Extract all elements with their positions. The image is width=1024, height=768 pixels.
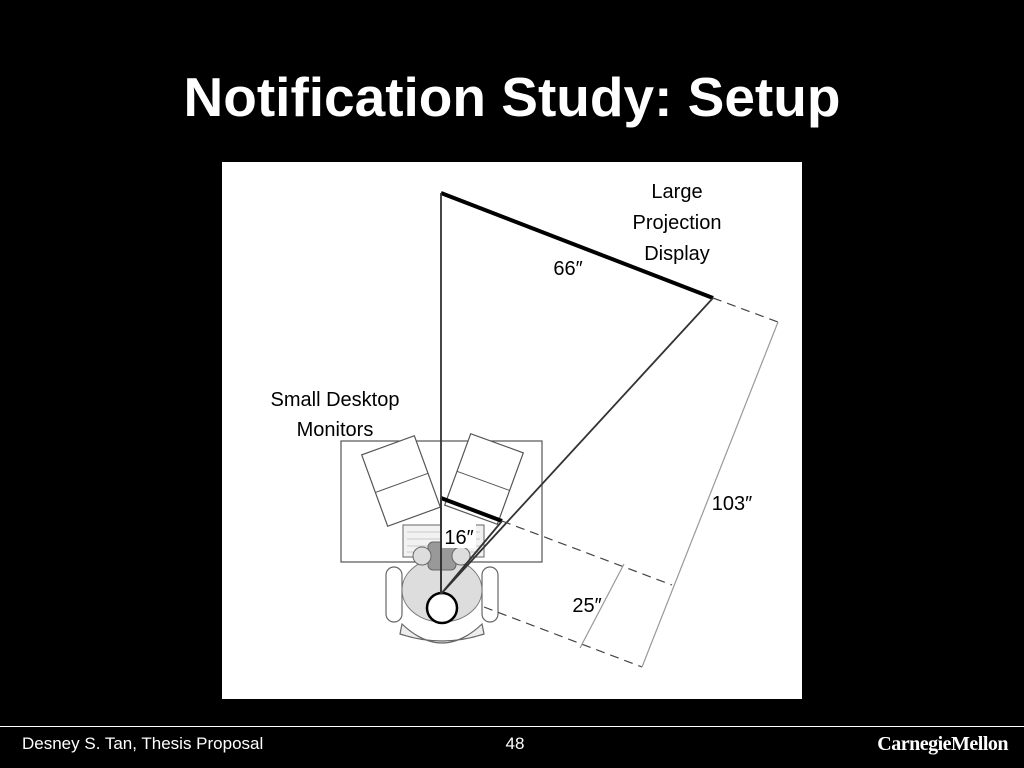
small-monitors-label-line1: Small Desktop	[271, 389, 400, 411]
large-display-width-label: 66″	[553, 258, 582, 280]
footer-author: Desney S. Tan, Thesis Proposal	[22, 734, 264, 753]
setup-diagram-svg: Large Projection Display 66″ Small Deskt…	[271, 181, 779, 668]
large-display-label-line1: Large	[651, 181, 702, 203]
small-monitor-right	[443, 432, 525, 526]
small-monitors-label-line2: Monitors	[297, 419, 374, 441]
small-monitor-left	[360, 434, 442, 528]
footer-divider	[0, 726, 1024, 727]
slide-title: Notification Study: Setup	[183, 66, 841, 128]
person	[401, 541, 483, 625]
small-monitor-plane	[440, 496, 503, 523]
large-display-label-line2: Projection	[633, 212, 722, 234]
large-display-label-line3: Display	[644, 243, 710, 265]
person-head	[425, 591, 459, 625]
setup-diagram: Large Projection Display 66″ Small Deskt…	[222, 162, 802, 699]
distance-small-monitors-label: 25″	[572, 595, 601, 617]
sight-lines	[440, 193, 714, 595]
distance-large-display-label: 103″	[712, 493, 752, 515]
university-logo: CarnegieMellon	[877, 733, 1008, 755]
large-projection-display	[440, 191, 714, 300]
small-monitor-width-label: 16″	[444, 527, 473, 549]
page-number: 48	[505, 734, 525, 753]
dimension-lines	[483, 297, 779, 668]
